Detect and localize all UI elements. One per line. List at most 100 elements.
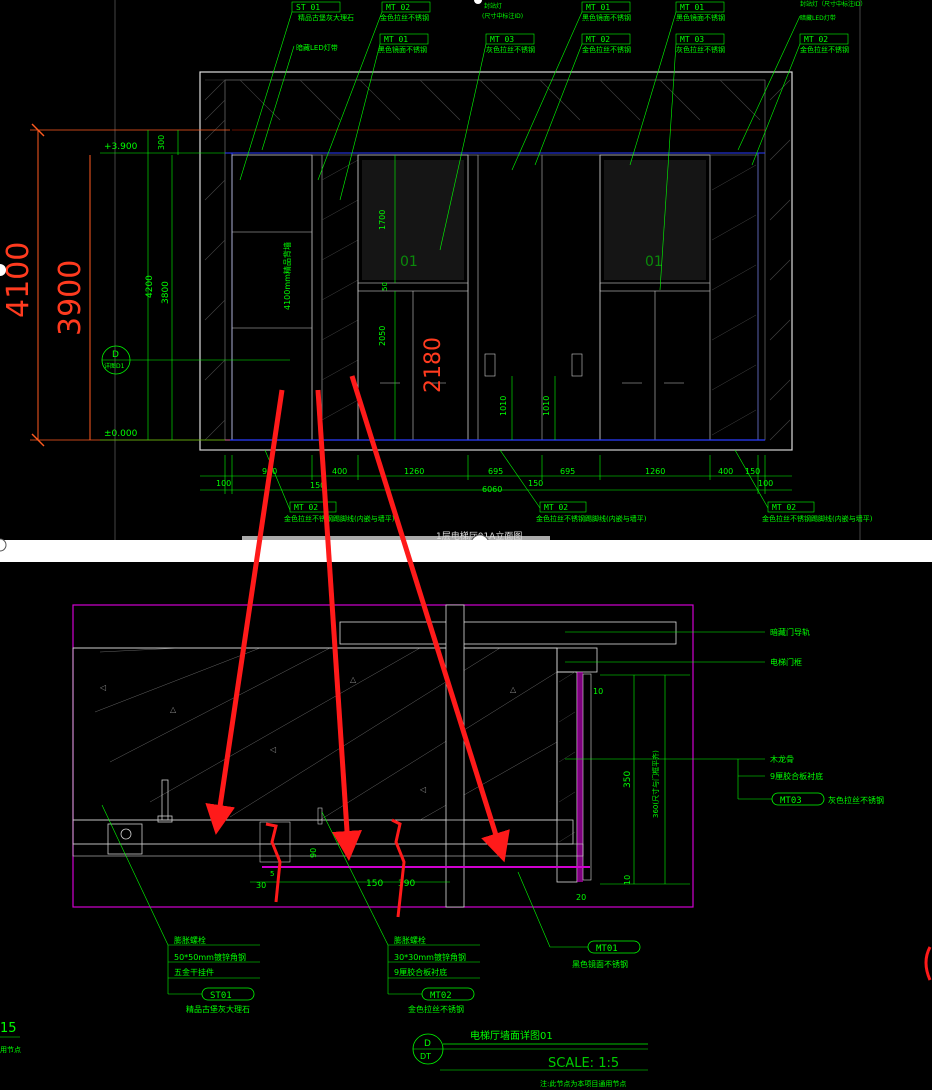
svg-text:1010: 1010 [499,396,508,416]
svg-text:695: 695 [488,467,503,476]
bottom-tag-mid: MT 02 金色拉丝不锈钢踢脚线(内嵌与墙平) [536,501,647,523]
svg-text:黑色镜面不锈钢: 黑色镜面不锈钢 [572,959,628,969]
edge-handle-topmid[interactable] [474,0,482,4]
svg-text:膨胀螺栓: 膨胀螺栓 [174,935,206,945]
svg-text:MT 02: MT 02 [544,503,568,512]
red-squiggle-left [265,822,282,903]
svg-text:400: 400 [332,467,347,476]
svg-text:MT02: MT02 [430,991,452,1001]
svg-text:黑色镜面不锈钢: 黑色镜面不锈钢 [582,13,631,22]
detail-title: 电梯厅墙面详图01 [470,1029,553,1042]
svg-text:MT 01: MT 01 [680,3,704,12]
svg-text:10: 10 [623,875,632,885]
svg-text:金色拉丝不锈钢踢脚线(内嵌与墙平): 金色拉丝不锈钢踢脚线(内嵌与墙平) [762,514,873,523]
elevation-drawing: 4100 3900 4200 3800 300 +3.900 ±0.000 D … [0,0,873,540]
top-tag-mt02: MT 02 金色拉丝不锈钢 [380,1,431,22]
door-track [339,621,677,645]
mt01-note: MT01 黑色镜面不锈钢 [517,871,641,969]
svg-text:△: △ [350,675,357,684]
note-led-right: 暗藏LED灯带 [800,14,836,22]
svg-text:金色拉丝不锈钢: 金色拉丝不锈钢 [582,45,631,54]
svg-text:用节点: 用节点 [0,1046,21,1054]
detail-frame [72,604,694,908]
svg-text:木龙骨: 木龙骨 [770,754,794,764]
svg-text:50*50mm镀锌角钢: 50*50mm镀锌角钢 [174,952,246,962]
svg-text:暗藏门导轨: 暗藏门导轨 [770,627,810,637]
svg-text:20: 20 [576,893,586,902]
panel-divider [0,540,932,562]
note-size: (尺寸中标注ID) [482,12,523,20]
svg-text:30: 30 [256,881,266,890]
svg-text:50: 50 [381,282,389,291]
level-top: +3.900 [104,142,138,152]
concrete-wall [72,647,558,821]
total-width-6060: 6060 [482,485,502,494]
svg-text:△: △ [170,705,177,714]
expansion-bolt-mid [317,807,323,825]
svg-text:金色拉丝不锈钢: 金色拉丝不锈钢 [380,13,429,22]
svg-text:MT 01: MT 01 [586,3,610,12]
svg-text:五金干挂件: 五金干挂件 [174,967,214,977]
svg-text:2050: 2050 [378,326,387,346]
svg-text:MT 02: MT 02 [586,35,610,44]
expansion-bolt-left [161,779,169,821]
svg-text:灰色拉丝不锈钢: 灰色拉丝不锈钢 [676,45,725,54]
svg-text:1260: 1260 [404,467,424,476]
svg-text:MT01: MT01 [596,944,618,954]
svg-text:150: 150 [310,481,325,490]
svg-text:详图D1: 详图D1 [104,362,125,370]
svg-text:400: 400 [718,467,733,476]
red-mark-edge [924,946,932,981]
svg-text:15: 15 [0,1021,17,1036]
svg-text:D: D [112,350,119,360]
svg-text:金色拉丝不锈钢踢脚线(内嵌与墙平): 金色拉丝不锈钢踢脚线(内嵌与墙平) [536,514,647,523]
svg-text:30*30mm镀锌角钢: 30*30mm镀锌角钢 [394,952,466,962]
svg-text:电梯门框: 电梯门框 [770,657,802,667]
svg-text:10: 10 [593,687,603,696]
svg-text:ST01: ST01 [210,991,232,1001]
dimension-300: 300 [157,135,166,150]
edge-handle-top[interactable] [0,264,6,276]
svg-text:灰色拉丝不锈钢: 灰色拉丝不锈钢 [828,795,884,805]
elevation-drawing-panel: 4100 3900 4200 3800 300 +3.900 ±0.000 D … [0,0,932,540]
svg-text:150: 150 [528,479,543,488]
note-fig2: 封站灯（尺寸中标注ID） [800,0,866,8]
dimension-3900: 3900 [53,260,88,336]
svg-text:◁: ◁ [419,785,426,794]
detail-drawing-panel: ◁△◁ △◁△ 10 350 360(尺寸与门框平齐) 10 20 90 150… [0,562,932,1090]
svg-text:150: 150 [745,467,760,476]
top-tag-mt02-c: MT 02 金色拉丝不锈钢 [799,33,849,54]
svg-text:灰色拉丝不锈钢: 灰色拉丝不锈钢 [486,45,535,54]
svg-text:MT 03: MT 03 [490,35,514,44]
svg-text:01: 01 [645,254,663,270]
svg-text:△: △ [510,685,517,694]
svg-text:金色拉丝不锈钢: 金色拉丝不锈钢 [408,1004,464,1014]
note-fig: 封站灯 [484,2,502,10]
bottom-tag-left: MT 02 金色拉丝不锈钢踢脚线(内嵌与墙平) [284,501,395,523]
svg-text:100: 100 [758,479,773,488]
left-notes: 膨胀螺栓 50*50mm镀锌角钢 五金干挂件 ST01 精品古堡灰大理石 [101,804,260,1014]
detail-drawing: ◁△◁ △◁△ 10 350 360(尺寸与门框平齐) 10 20 90 150… [0,604,932,1088]
svg-text:精品古堡灰大理石: 精品古堡灰大理石 [186,1004,250,1014]
svg-text:695: 695 [560,467,575,476]
svg-text:黑色镜面不锈钢: 黑色镜面不锈钢 [676,13,725,22]
edge-handle-left[interactable] [0,535,12,555]
top-tag-mt01-b: MT 01 黑色镜面不锈钢 [581,1,631,22]
svg-text:MT 02: MT 02 [772,503,796,512]
svg-text:9厘胶合板衬底: 9厘胶合板衬底 [770,771,823,781]
call-button-panel-1 [484,353,496,377]
svg-text:金色拉丝不锈钢踢脚线(内嵌与墙平): 金色拉丝不锈钢踢脚线(内嵌与墙平) [284,514,395,523]
svg-text:1010: 1010 [542,396,551,416]
svg-text:DT: DT [420,1052,431,1061]
dimension-2180: 2180 [421,337,446,393]
svg-text:MT 02: MT 02 [804,35,828,44]
dimension-4100: 4100 [1,242,36,318]
level-zero: ±0.000 [104,429,138,439]
svg-text:膨胀螺栓: 膨胀螺栓 [394,935,426,945]
svg-text:9厘胶合板衬底: 9厘胶合板衬底 [394,967,447,977]
svg-text:01: 01 [400,254,418,270]
scale-label: SCALE: 1:5 [548,1056,619,1071]
wall-height-note: 4100mm精品背墙 [282,242,292,310]
dimension-4200: 4200 [145,275,155,298]
top-tag-mt01-a: MT 01 黑色镜面不锈钢 [378,33,429,54]
